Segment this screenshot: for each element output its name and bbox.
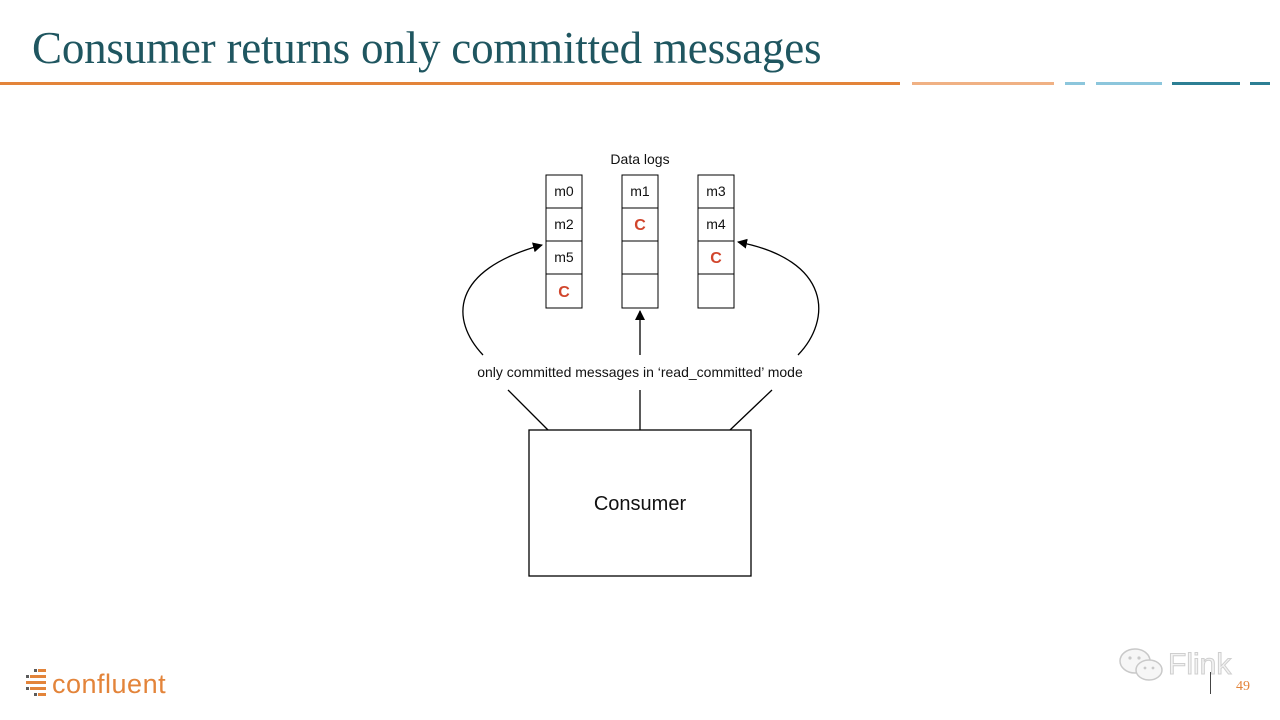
arrow-label: only committed messages in ‘read_committ… <box>477 364 803 380</box>
log-cell <box>697 174 735 209</box>
log-cell <box>545 273 583 309</box>
log-cell <box>621 240 659 275</box>
partition-log-0: m0 m2 m5 C <box>545 174 583 309</box>
watermark-text: Flink <box>1167 648 1232 682</box>
wechat-icon <box>1119 648 1163 681</box>
confluent-logo-icon <box>26 669 46 696</box>
partition-log-2: m3 m4 C <box>697 174 735 309</box>
title-rule-teal-dash <box>1172 82 1240 85</box>
log-cell-label: m1 <box>630 183 650 199</box>
log-cell-label: m3 <box>706 183 726 199</box>
commit-marker: C <box>710 250 722 267</box>
partition-log-1: m1 C <box>621 174 659 309</box>
log-cell-label: m2 <box>554 216 574 232</box>
slide-title: Consumer returns only committed messages <box>32 23 822 73</box>
commit-marker: C <box>558 284 570 301</box>
consumer-link-left <box>507 389 549 431</box>
title-rule-orange-dash <box>912 82 1054 85</box>
log-cell-label: m5 <box>554 249 574 265</box>
consumer-label: Consumer <box>594 493 687 515</box>
log-cell <box>697 207 735 242</box>
read-arrow-left <box>462 242 543 356</box>
flink-watermark: Flink <box>1118 646 1232 684</box>
title-rule-orange <box>0 82 900 85</box>
log-cell <box>545 174 583 209</box>
title-rule-teal-dash <box>1250 82 1270 85</box>
title-rule-blue-dash <box>1065 82 1085 85</box>
title-rule-blue-dash <box>1096 82 1162 85</box>
confluent-logo-text: confluent <box>52 668 167 699</box>
page-number: 49 <box>1236 679 1250 694</box>
data-logs-label: Data logs <box>610 151 669 167</box>
log-cell <box>621 207 659 242</box>
log-cell-label: m4 <box>706 216 726 232</box>
log-cell <box>697 273 735 309</box>
log-cell <box>621 273 659 309</box>
commit-marker: C <box>634 217 646 234</box>
log-cell-label: m0 <box>554 183 574 199</box>
read-arrow-right <box>737 238 820 356</box>
consumer-box <box>528 429 752 577</box>
log-cell <box>545 240 583 275</box>
confluent-logo: confluent <box>26 666 166 702</box>
page-number-divider <box>1210 672 1211 694</box>
consumer-link-right <box>729 389 773 431</box>
log-cell <box>697 240 735 275</box>
log-cell <box>621 174 659 209</box>
